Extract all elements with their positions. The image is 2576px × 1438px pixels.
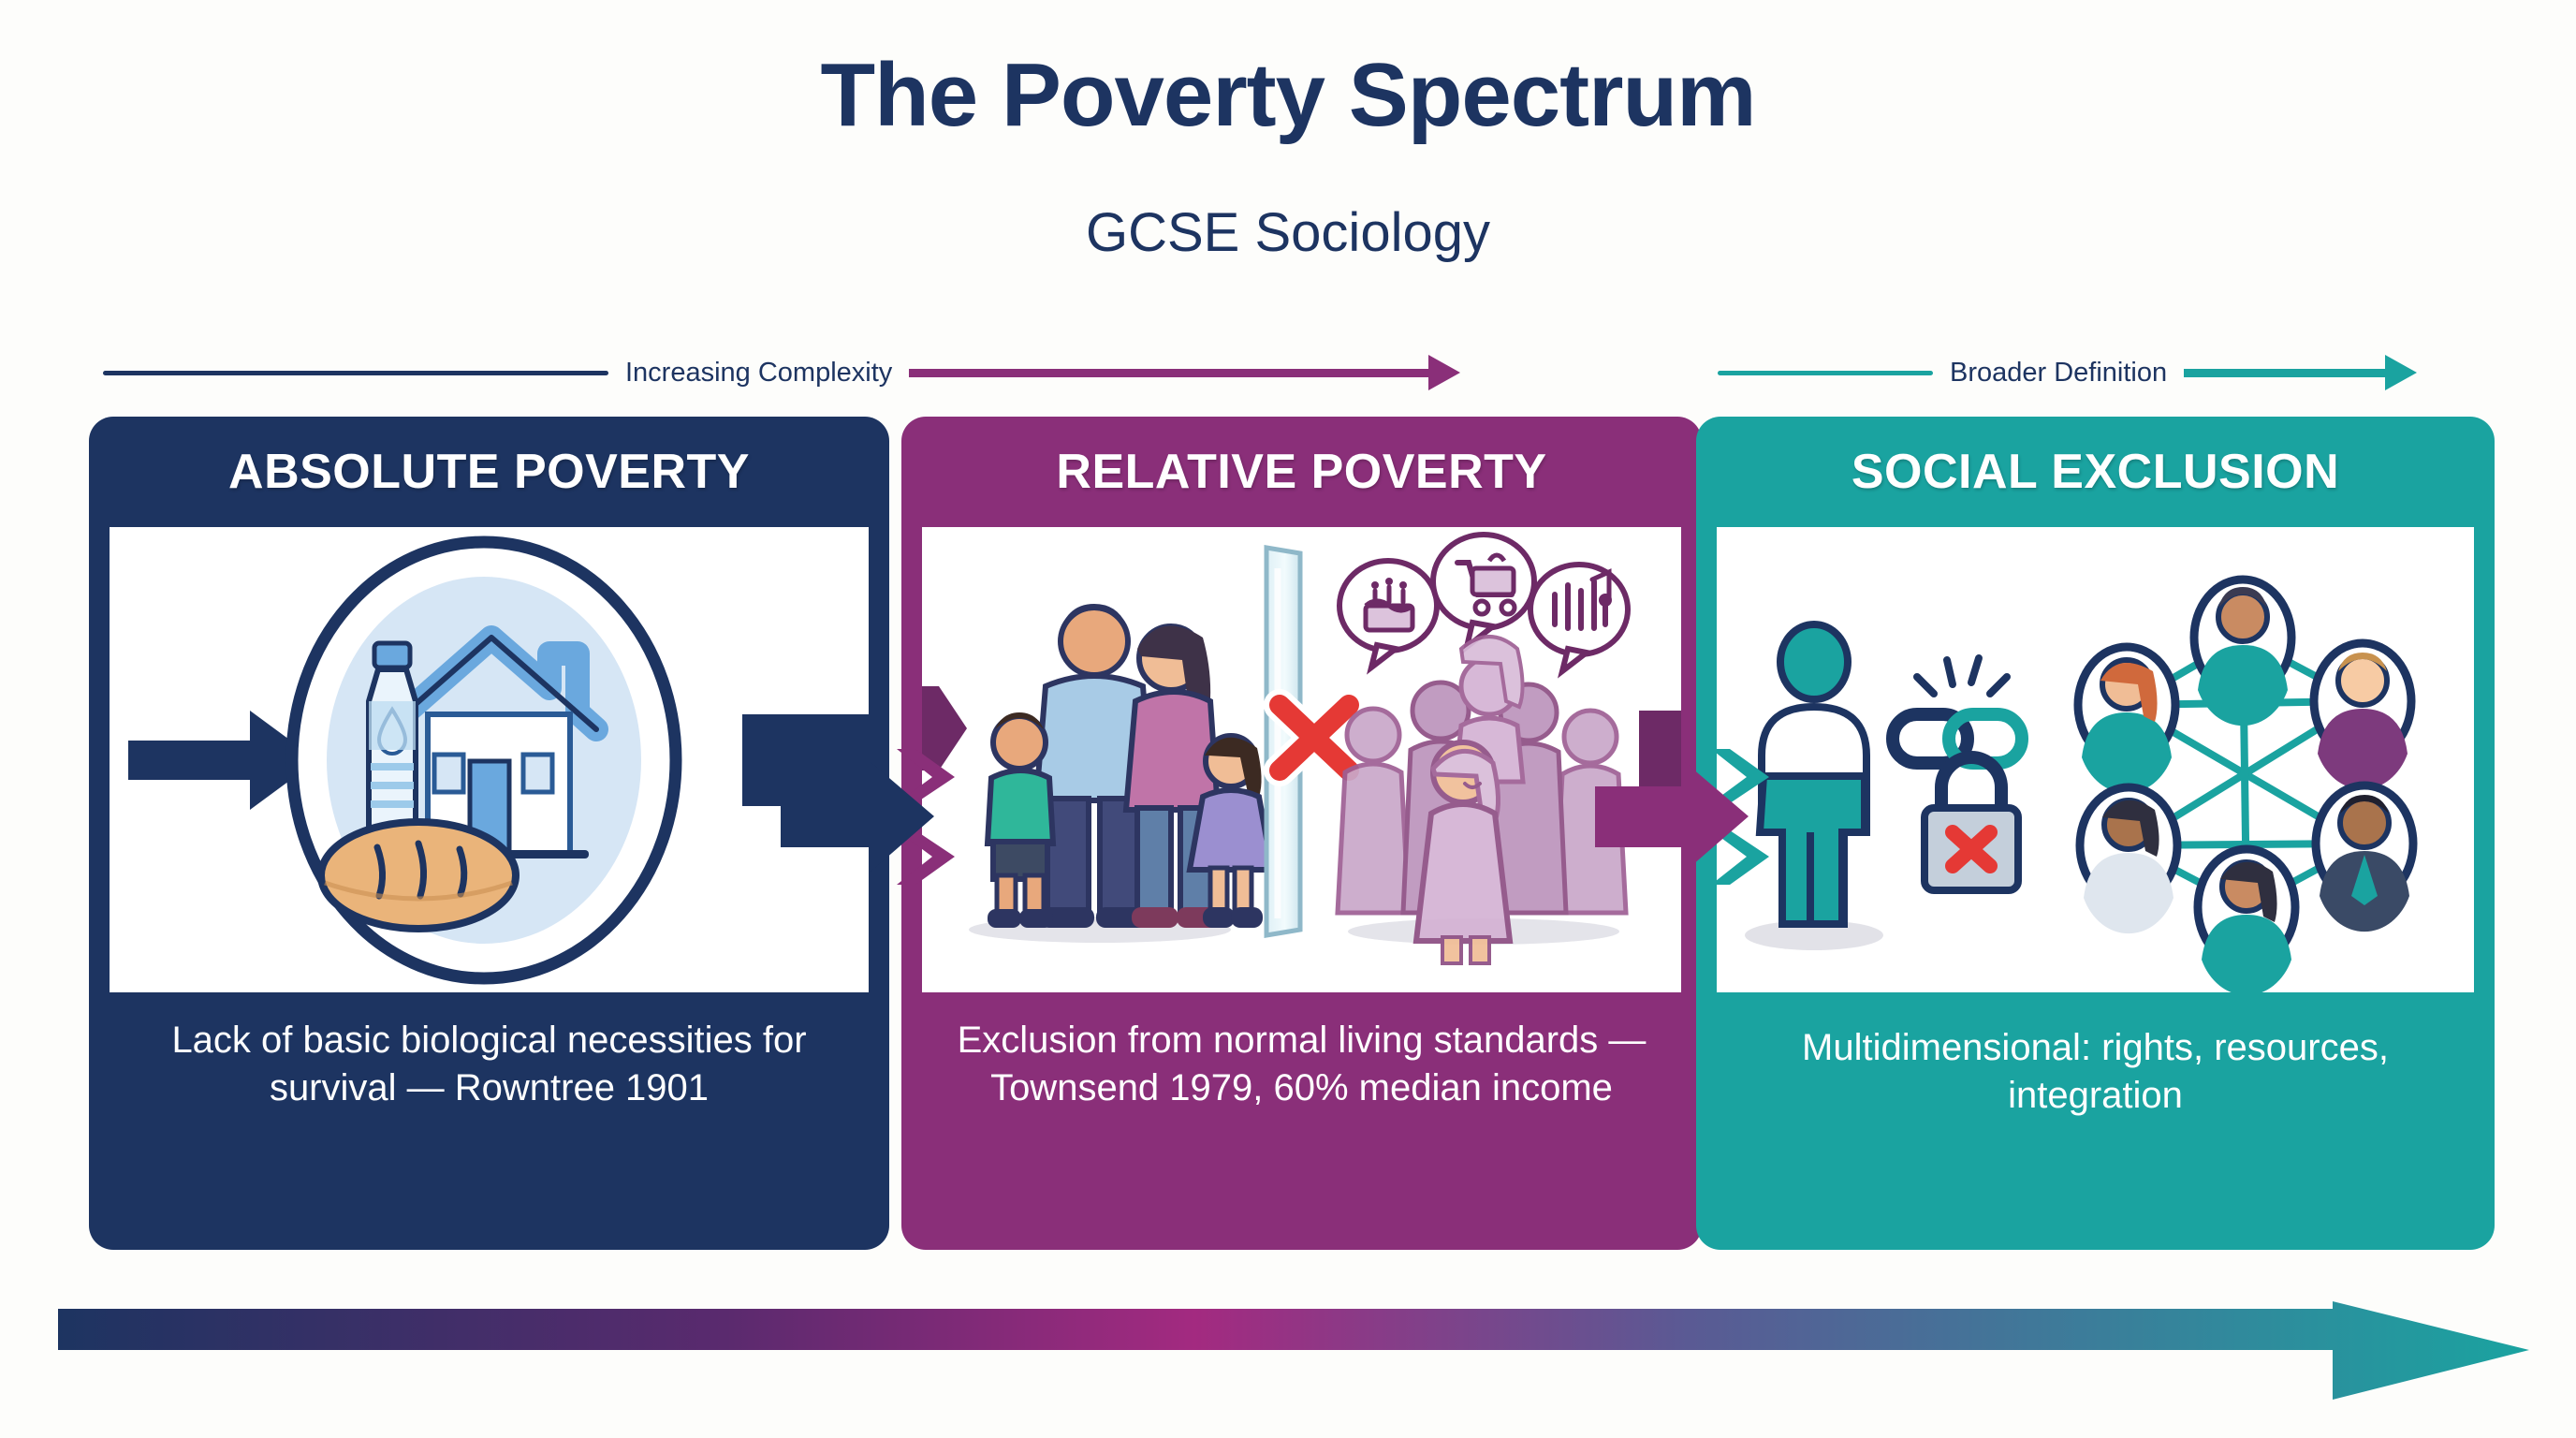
glass-barrier-icon bbox=[1264, 545, 1303, 938]
red-x-icon bbox=[1264, 689, 1365, 786]
rail-line-navy bbox=[103, 370, 608, 375]
card-relative-poverty[interactable]: RELATIVE POVERTY bbox=[901, 417, 1702, 1250]
rail-group-complexity: Increasing Complexity bbox=[103, 354, 1690, 391]
speech-bubble-cake-icon bbox=[1337, 558, 1440, 675]
isolation-network-svg bbox=[1745, 575, 2418, 992]
crowd-group-icon bbox=[1335, 635, 1629, 965]
rail-arrow-purple bbox=[909, 355, 1461, 390]
spectrum-arrow-shape bbox=[58, 1301, 2529, 1400]
incoming-chevron-icon bbox=[922, 686, 967, 770]
illustration-basic-necessities bbox=[110, 527, 869, 992]
arrow-icon bbox=[1595, 762, 1749, 872]
chevron-bottom-icon bbox=[897, 830, 955, 885]
card-absolute-poverty[interactable]: ABSOLUTE POVERTY bbox=[89, 417, 889, 1250]
illustration-family-vs-crowd bbox=[922, 527, 1681, 992]
connector-arrow-relative-to-exclusion bbox=[1591, 749, 1769, 885]
bottom-spectrum-arrow bbox=[58, 1301, 2529, 1400]
rail-group-definition: Broader Definition bbox=[1718, 354, 2495, 391]
speech-bubble-music-icon bbox=[1528, 562, 1631, 679]
top-progress-rail: Increasing Complexity Broader Definition bbox=[103, 354, 2495, 391]
family-group-icon bbox=[984, 604, 1276, 928]
card-header-absolute: ABSOLUTE POVERTY bbox=[89, 417, 889, 527]
card-header-label: RELATIVE POVERTY bbox=[1056, 445, 1547, 499]
network-avatar-lower-right bbox=[2311, 781, 2418, 932]
basic-necessities-svg bbox=[128, 536, 869, 985]
card-caption-exclusion: Multidimensional: rights, resources, int… bbox=[1802, 1027, 2389, 1117]
bread-loaf-icon bbox=[317, 818, 520, 932]
card-header-relative: RELATIVE POVERTY bbox=[901, 417, 1702, 527]
family-vs-crowd-svg bbox=[922, 532, 1681, 965]
chevron-top-icon bbox=[1711, 749, 1769, 803]
card-caption-absolute: Lack of basic biological necessities for… bbox=[171, 1020, 807, 1109]
network-avatar-lower-left bbox=[2075, 783, 2182, 934]
card-header-label: ABSOLUTE POVERTY bbox=[228, 445, 750, 499]
rail-line-teal bbox=[1718, 370, 1933, 375]
water-bottle-icon bbox=[366, 640, 418, 844]
arrow-icon bbox=[781, 762, 934, 872]
card-header-label: SOCIAL EXCLUSION bbox=[1851, 445, 2340, 499]
padlock-blocked-icon bbox=[1921, 751, 2022, 894]
connector-arrow-absolute-to-relative bbox=[777, 749, 955, 885]
broken-chain-icon bbox=[1886, 654, 2028, 770]
network-avatar-top bbox=[2189, 575, 2296, 726]
card-header-exclusion: SOCIAL EXCLUSION bbox=[1696, 417, 2495, 527]
speech-bubble-cart-icon bbox=[1430, 532, 1537, 654]
chevron-top-icon bbox=[897, 749, 955, 803]
illustration-isolation-network bbox=[1717, 527, 2474, 992]
incoming-arrow-icon bbox=[128, 711, 317, 810]
card-social-exclusion[interactable]: SOCIAL EXCLUSION bbox=[1696, 417, 2495, 1250]
isolated-person-icon bbox=[1745, 620, 1883, 950]
card-caption-relative: Exclusion from normal living standards —… bbox=[957, 1020, 1647, 1109]
page-title: The Poverty Spectrum bbox=[820, 45, 1757, 145]
bottom-arrow-svg bbox=[58, 1301, 2529, 1400]
social-network-icon bbox=[2073, 575, 2418, 992]
connector-svg-1 bbox=[1595, 749, 1769, 885]
rail-label-definition: Broader Definition bbox=[1950, 357, 2168, 388]
connector-svg-0 bbox=[781, 749, 955, 885]
rail-label-complexity: Increasing Complexity bbox=[625, 357, 893, 388]
network-avatar-upper-right bbox=[2309, 638, 2416, 790]
network-avatar-bottom bbox=[2193, 844, 2300, 992]
page-subtitle: GCSE Sociology bbox=[1086, 202, 1490, 263]
network-avatar-upper-left bbox=[2073, 642, 2180, 794]
chevron-bottom-icon bbox=[1711, 830, 1769, 885]
rail-arrow-teal bbox=[2184, 355, 2418, 390]
